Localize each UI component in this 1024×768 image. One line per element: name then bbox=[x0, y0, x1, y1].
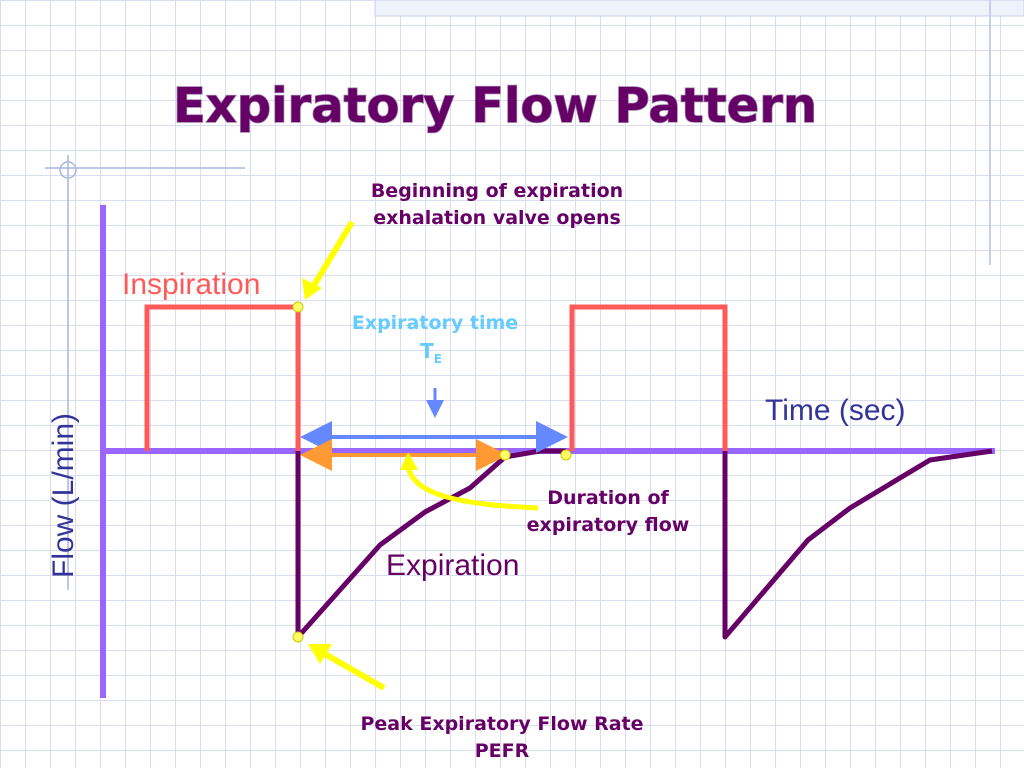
duration-callout-line2: expiratory flow bbox=[527, 514, 690, 536]
beginning-callout-line2: exhalation valve opens bbox=[373, 207, 621, 229]
pefr-callout-line2: PEFR bbox=[475, 740, 530, 762]
flow-end-marker bbox=[499, 449, 511, 461]
pefr-marker bbox=[292, 631, 304, 643]
expiratory-time-end-marker bbox=[560, 449, 572, 461]
te-symbol: TE bbox=[420, 339, 442, 366]
x-axis-label: Time (sec) bbox=[765, 394, 906, 427]
expiration-curve-1 bbox=[295, 448, 566, 640]
slide-title: Expiratory Flow Pattern bbox=[173, 78, 817, 134]
expiratory-time-label: Expiratory time bbox=[352, 312, 518, 334]
te-symbol-main: T bbox=[420, 339, 434, 363]
pefr-pointer-head bbox=[308, 644, 332, 664]
valve-open-marker bbox=[292, 301, 304, 313]
te-symbol-subscript: E bbox=[434, 352, 442, 366]
pefr-callout-line1: Peak Expiratory Flow Rate bbox=[360, 713, 643, 735]
inspiration-pulse-1 bbox=[144, 304, 301, 451]
inspiration-pulse-2 bbox=[569, 304, 728, 451]
inspiration-label: Inspiration bbox=[122, 268, 260, 301]
expiration-curve-2 bbox=[722, 448, 993, 640]
duration-pointer-line bbox=[405, 459, 539, 511]
beginning-callout-line1: Beginning of expiration bbox=[371, 180, 623, 202]
duration-pointer-head bbox=[400, 452, 418, 470]
y-axis-label: Flow (L/min) bbox=[47, 413, 80, 578]
duration-callout-line1: Duration of bbox=[547, 487, 669, 509]
decor-ring bbox=[59, 161, 77, 179]
top-decor-band bbox=[374, 0, 1024, 17]
beginning-pointer-head bbox=[302, 278, 322, 300]
beginning-pointer-line bbox=[307, 220, 355, 294]
expiration-label: Expiration bbox=[386, 549, 519, 582]
pefr-pointer-line bbox=[316, 647, 386, 691]
